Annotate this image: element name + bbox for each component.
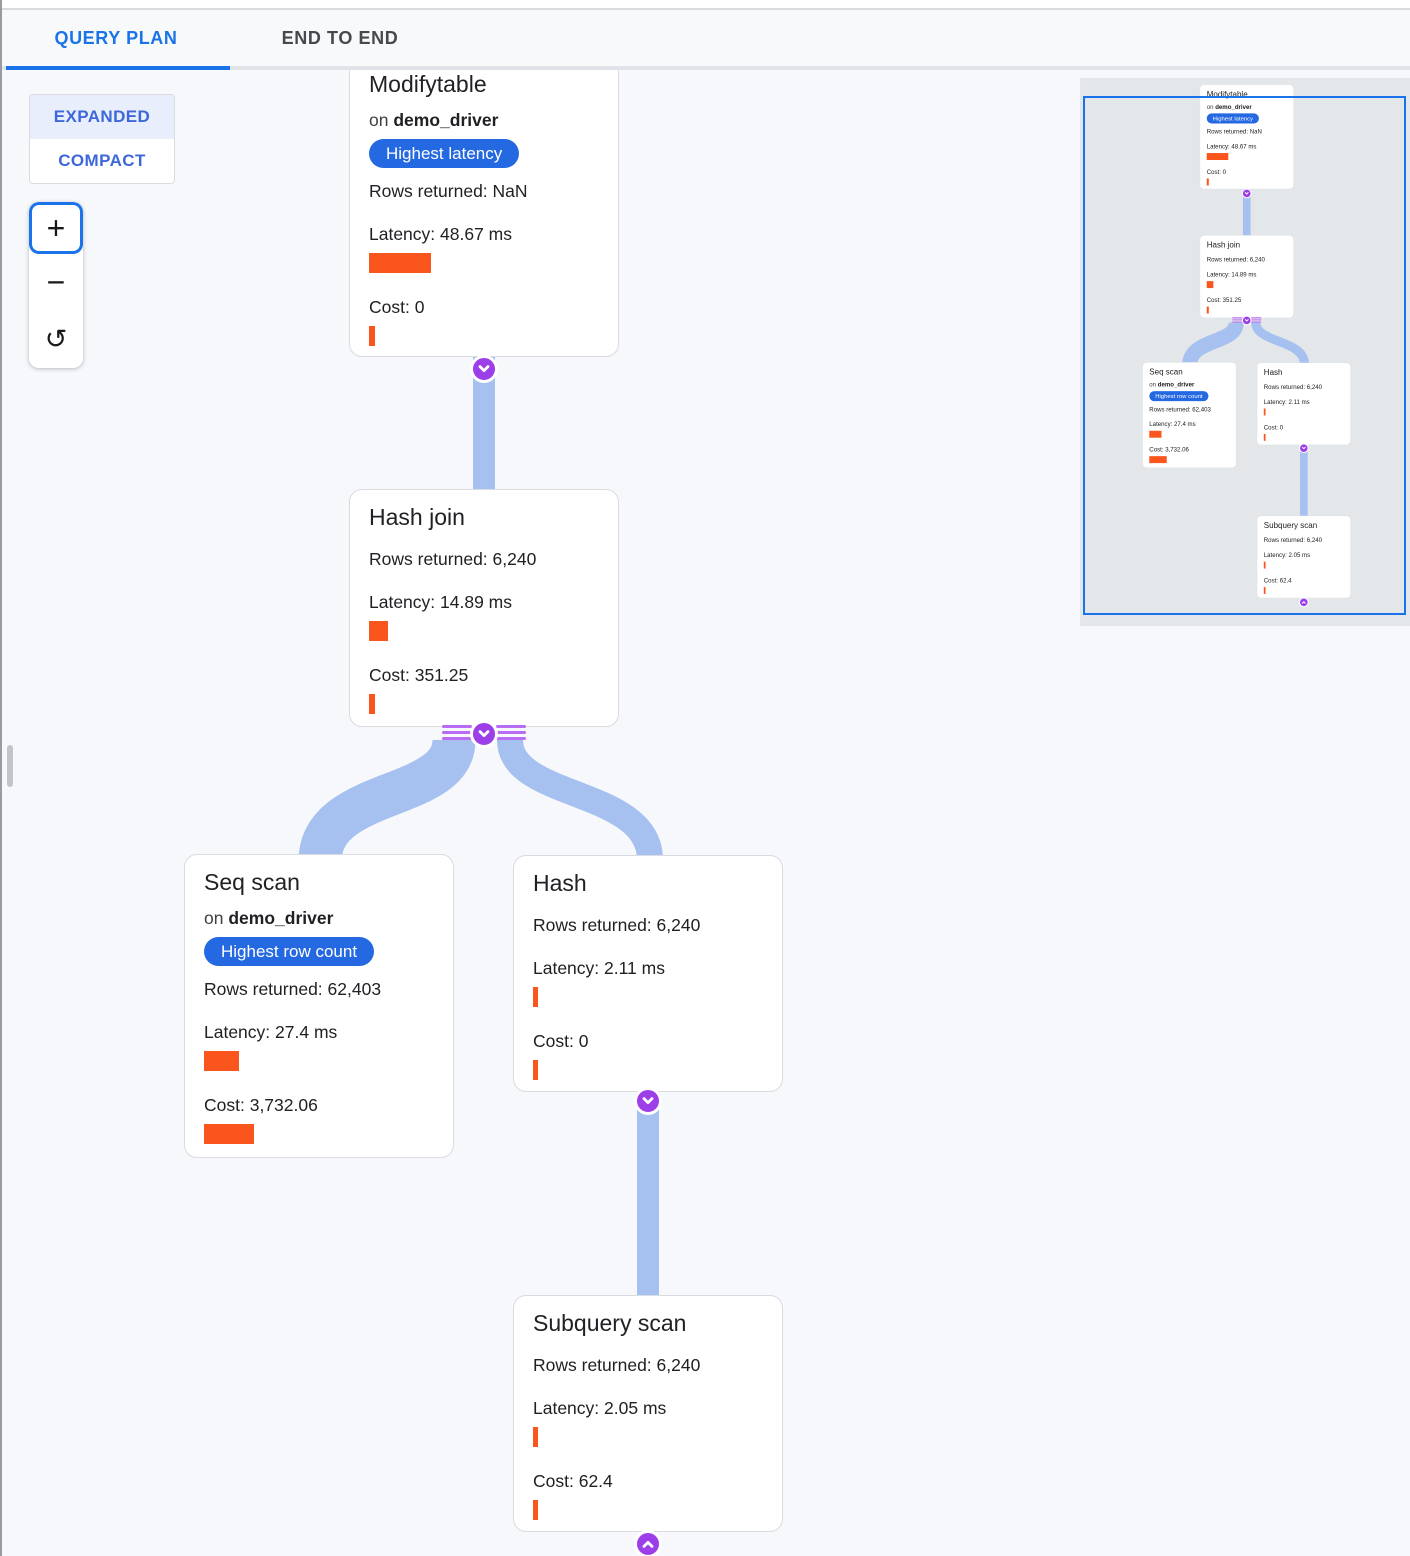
edge-hashjoin-hash	[497, 738, 663, 862]
rows-returned: Rows returned: 6,240	[369, 549, 537, 569]
highest-latency-badge: Highest latency	[369, 139, 520, 168]
cost-label: Cost: 62.4	[533, 1471, 613, 1491]
parallel-edge-line	[442, 731, 472, 734]
cost-label: Cost: 0	[369, 297, 425, 317]
toggle-expanded[interactable]: EXPANDED	[30, 95, 174, 139]
view-mode-toggle: EXPANDED COMPACT	[29, 94, 175, 184]
cost-bar	[369, 694, 375, 714]
node-title: Seq scan	[204, 869, 300, 895]
latency-label: Latency: 2.05 ms	[533, 1398, 667, 1418]
latency-label: Latency: 48.67 ms	[369, 224, 512, 244]
latency-label: Latency: 14.89 ms	[369, 592, 512, 612]
collapse-toggle-subquery-scan[interactable]	[634, 1530, 662, 1556]
node-table-row: on demo_driver	[369, 109, 599, 131]
plus-icon: +	[46, 209, 66, 246]
rows-returned: Rows returned: 6,240	[533, 1355, 701, 1375]
latency-bar	[204, 1051, 239, 1071]
rows-returned: Rows returned: 62,403	[204, 979, 382, 999]
active-tab-indicator	[6, 66, 230, 70]
latency-bar	[533, 987, 538, 1007]
parallel-edge-line	[496, 737, 526, 740]
cost-label: Cost: 351.25	[369, 665, 469, 685]
left-scrollbar-thumb[interactable]	[7, 745, 13, 787]
cost-label: Cost: 3,732.06	[204, 1095, 318, 1115]
plan-edges	[298, 340, 663, 1305]
plan-graph: Modifytable on demo_driver Highest laten…	[2, 0, 822, 1556]
plan-node-subquery-scan[interactable]: Subquery scan Rows returned: 6,240 Laten…	[513, 1295, 783, 1532]
chevron-up-icon	[642, 1541, 654, 1548]
collapse-toggle-hash-join[interactable]	[470, 720, 498, 748]
cost-bar	[533, 1500, 538, 1520]
plan-node-hash[interactable]: Hash Rows returned: 6,240 Latency: 2.11 …	[513, 855, 783, 1092]
parallel-edge-line	[442, 725, 472, 728]
tab-label: END TO END	[281, 27, 399, 48]
plan-node-hash-join[interactable]: Hash join Rows returned: 6,240 Latency: …	[349, 489, 619, 727]
on-prefix: on	[369, 110, 389, 130]
collapse-toggle-modifytable[interactable]	[470, 355, 498, 383]
rotate-ccw-icon: ↺	[44, 323, 68, 354]
plan-node-modifytable[interactable]: Modifytable on demo_driver Highest laten…	[349, 56, 619, 357]
rows-returned: Rows returned: 6,240	[533, 915, 701, 935]
zoom-in-button[interactable]: +	[29, 202, 83, 254]
latency-bar	[369, 253, 431, 273]
node-title: Hash	[533, 870, 587, 896]
chevron-down-icon	[478, 730, 490, 737]
plan-node-seq-scan[interactable]: Seq scan on demo_driver Highest row coun…	[184, 854, 454, 1158]
minus-icon: −	[46, 263, 66, 300]
chevron-down-icon	[478, 365, 490, 372]
toggle-compact[interactable]: COMPACT	[58, 151, 146, 170]
on-prefix: on	[204, 908, 224, 928]
chevron-down-icon	[642, 1097, 654, 1104]
collapse-toggle-hash[interactable]	[634, 1087, 662, 1115]
zoom-controls: + − ↺	[29, 202, 83, 368]
table-name: demo_driver	[393, 110, 499, 130]
tab-bar: QUERY PLAN END TO END	[2, 0, 1410, 70]
parallel-edge-line	[442, 737, 472, 740]
node-title: Hash join	[369, 504, 465, 530]
edge-hashjoin-seqscan	[298, 737, 476, 863]
node-table-row: on demo_driver	[204, 907, 434, 929]
latency-bar	[369, 621, 388, 641]
cost-bar	[204, 1124, 254, 1144]
zoom-out-button[interactable]: −	[29, 254, 83, 310]
parallel-edge-line	[496, 731, 526, 734]
tab-end-to-end[interactable]: END TO END	[246, 10, 434, 66]
table-name: demo_driver	[228, 908, 334, 928]
tab-label: QUERY PLAN	[54, 27, 178, 48]
cost-bar	[533, 1060, 538, 1080]
highest-row-count-badge: Highest row count	[204, 937, 375, 966]
reset-view-button[interactable]: ↺	[29, 310, 83, 368]
latency-label: Latency: 27.4 ms	[204, 1022, 338, 1042]
cost-label: Cost: 0	[533, 1031, 589, 1051]
tab-query-plan[interactable]: QUERY PLAN	[2, 10, 230, 66]
latency-label: Latency: 2.11 ms	[533, 958, 665, 978]
latency-bar	[533, 1427, 538, 1447]
parallel-edge-line	[496, 725, 526, 728]
node-title: Modifytable	[369, 71, 487, 97]
node-title: Subquery scan	[533, 1310, 687, 1336]
cost-bar	[369, 326, 375, 346]
tab-bar-inner: QUERY PLAN END TO END	[2, 8, 1410, 70]
rows-returned: Rows returned: NaN	[369, 181, 528, 201]
minimap-viewport[interactable]	[1083, 96, 1406, 615]
